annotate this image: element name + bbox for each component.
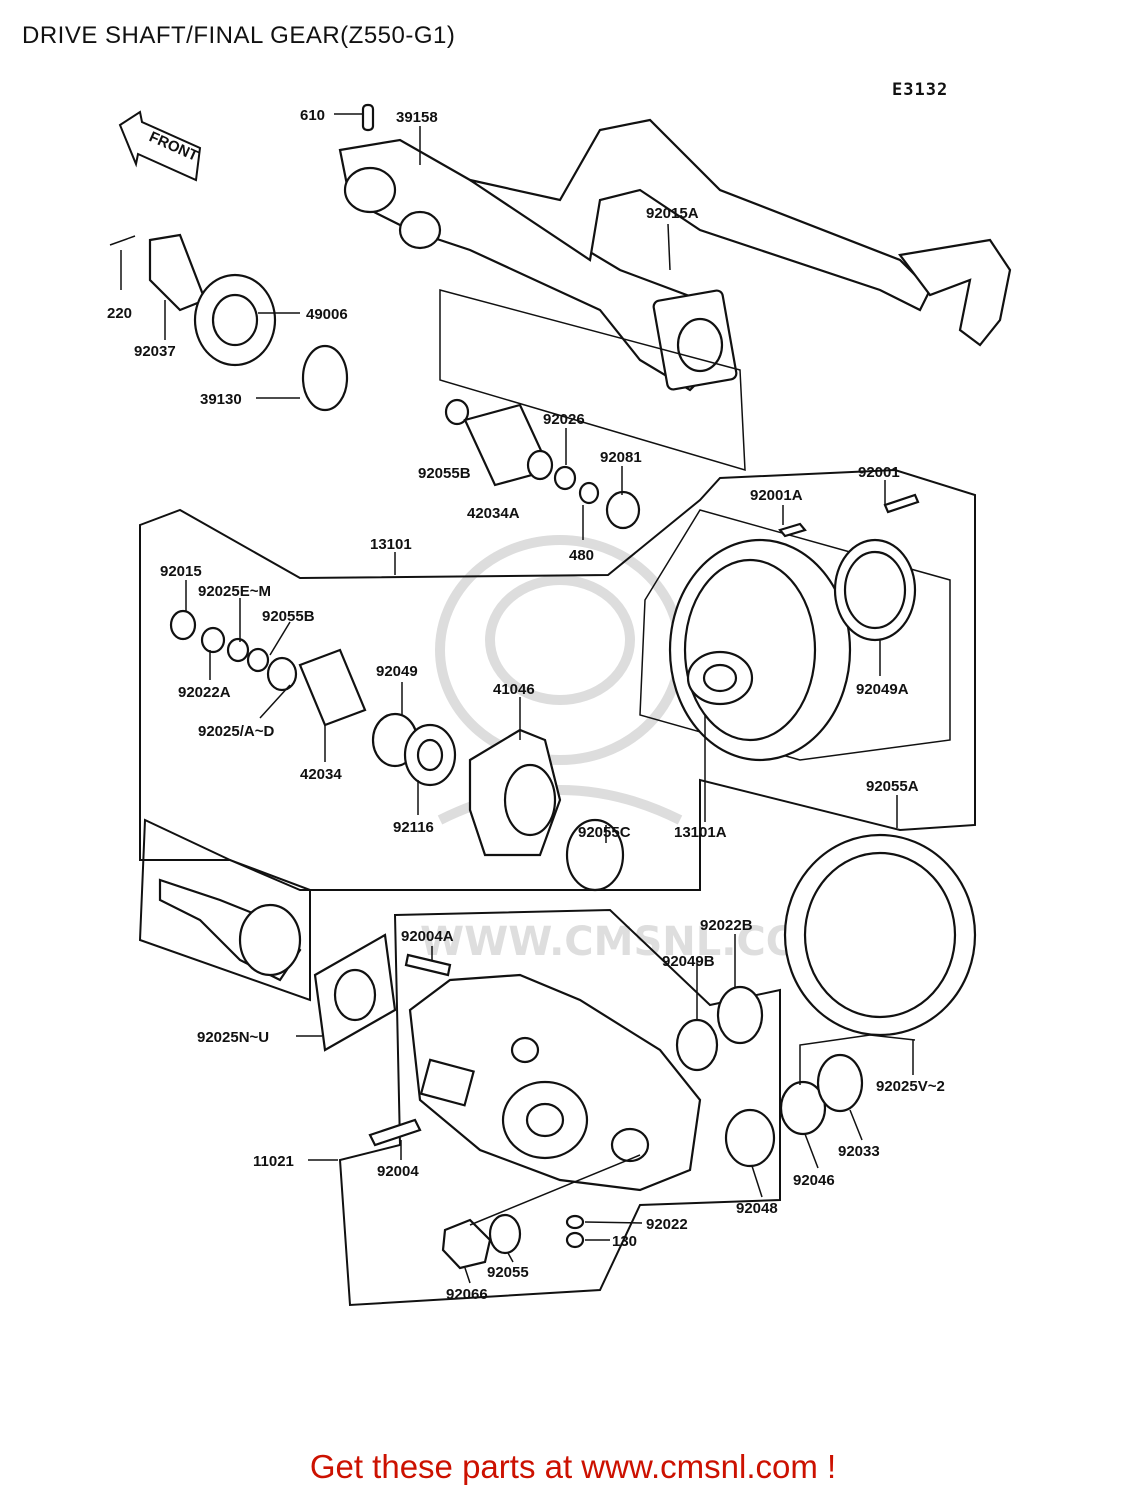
part-label-11021: 11021 <box>253 1153 294 1170</box>
part-label-92025-A-D: 92025/A~D <box>198 723 274 740</box>
final-gear-case <box>368 953 702 1192</box>
watermark-text: WWW.CMSNL.COM <box>420 919 840 965</box>
part-label-42034: 42034 <box>300 766 342 783</box>
leader-lines <box>120 113 914 1284</box>
pinion-gear-group <box>138 818 397 1052</box>
part-label-92025E-M: 92025E~M <box>198 583 271 600</box>
part-label-92046: 92046 <box>793 1172 835 1189</box>
ring-gear <box>668 493 920 762</box>
part-label-92022B: 92022B <box>700 917 753 934</box>
drain-plug <box>441 1154 641 1270</box>
part-label-39158: 39158 <box>396 109 438 126</box>
part-label-92055B-top: 92055B <box>418 465 471 482</box>
diagram-title: DRIVE SHAFT/FINAL GEAR(Z550-G1) <box>22 22 456 49</box>
part-label-92116: 92116 <box>393 819 434 836</box>
housing-group-outline <box>338 908 781 1307</box>
part-label-13101A: 13101A <box>674 824 727 841</box>
part-label-92066: 92066 <box>446 1286 488 1303</box>
part-label-92004: 92004 <box>377 1163 419 1180</box>
part-label-92048: 92048 <box>736 1200 778 1217</box>
part-label-49006: 49006 <box>306 306 348 323</box>
part-label-92025V-2: 92025V~2 <box>876 1078 945 1095</box>
group-outline-13101 <box>139 468 976 891</box>
part-label-92055B: 92055B <box>262 608 315 625</box>
boot-assembly <box>109 233 349 412</box>
part-label-480: 480 <box>569 547 594 564</box>
part-label-92022: 92022 <box>646 1216 688 1233</box>
part-label-92049B: 92049B <box>662 953 715 970</box>
part-label-610: 610 <box>300 107 325 124</box>
part-labels: 610 39158 92015A 220 92037 49006 39130 9… <box>107 107 945 1303</box>
part-label-92001A: 92001A <box>750 487 803 504</box>
part-label-13101: 13101 <box>370 536 412 553</box>
part-label-92037: 92037 <box>134 343 176 360</box>
part-label-92081: 92081 <box>600 449 642 466</box>
part-label-92022A: 92022A <box>178 684 231 701</box>
pinion-shaft-parts <box>169 609 625 892</box>
part-label-92049A: 92049A <box>856 681 909 698</box>
part-label-92001: 92001 <box>858 464 900 481</box>
part-label-92033: 92033 <box>838 1143 880 1160</box>
part-label-92025N-U: 92025N~U <box>197 1029 269 1046</box>
swing-arm <box>338 103 1012 392</box>
part-label-42034A: 42034A <box>467 505 520 522</box>
part-label-92049: 92049 <box>376 663 418 680</box>
part-label-92026: 92026 <box>543 411 585 428</box>
part-label-92015A: 92015A <box>646 205 699 222</box>
diagram-code: E3132 <box>892 80 949 100</box>
cover-and-bearings <box>675 833 977 1168</box>
part-label-92055A: 92055A <box>866 778 919 795</box>
promo-footer-link[interactable]: Get these parts at www.cmsnl.com ! <box>309 1448 837 1485</box>
front-arrow-label: FRONT <box>146 128 200 165</box>
part-label-220: 220 <box>107 305 132 322</box>
part-label-41046: 41046 <box>493 681 535 698</box>
part-label-92055: 92055 <box>487 1264 529 1281</box>
part-label-92015: 92015 <box>160 563 202 580</box>
part-label-92004A: 92004A <box>401 928 454 945</box>
part-label-130: 130 <box>612 1233 637 1250</box>
part-label-92055C: 92055C <box>578 824 631 841</box>
drive-shaft-spacers <box>439 289 746 530</box>
front-arrow: FRONT <box>118 110 202 182</box>
part-label-39130: 39130 <box>200 391 242 408</box>
